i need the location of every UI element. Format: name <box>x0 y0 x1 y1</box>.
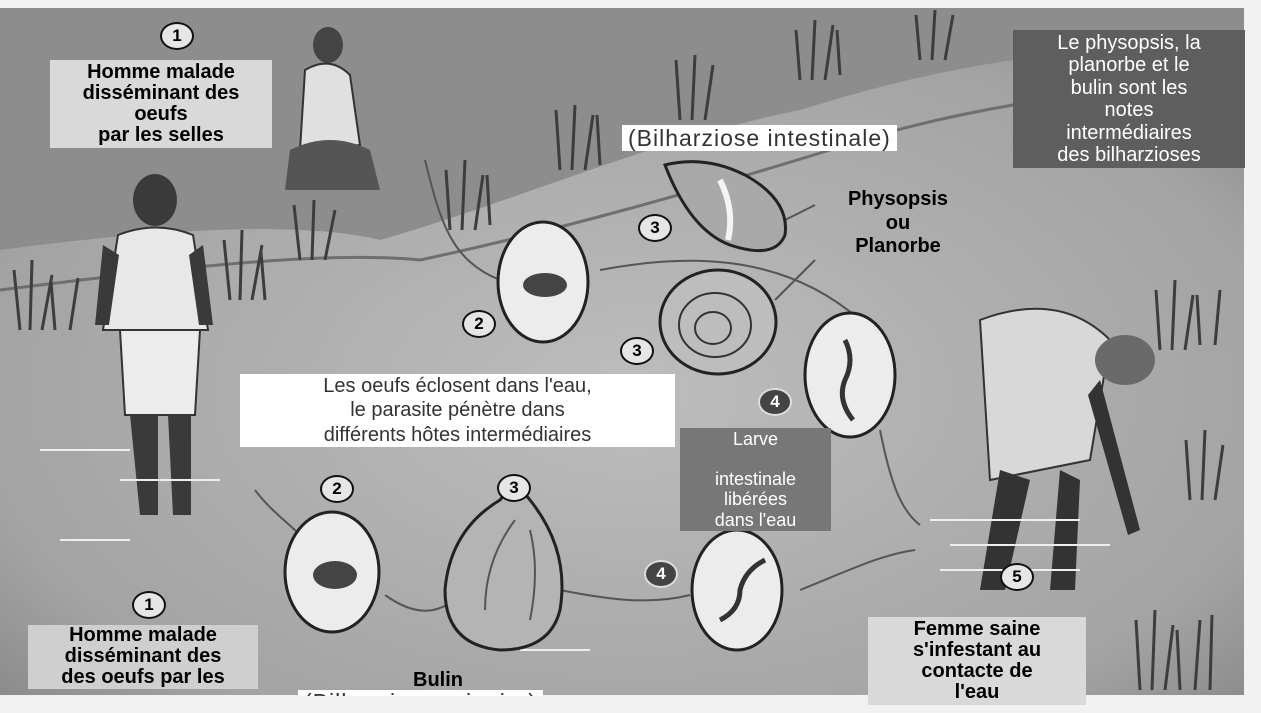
step-3-planorbe-badge: 3 <box>620 337 654 365</box>
man-top-label: Homme malade disséminant des oeufs par l… <box>50 60 272 148</box>
step-2-urinary-badge: 2 <box>320 475 354 503</box>
egg-oval-urinary <box>285 512 379 632</box>
larva-oval-intestinal <box>805 313 895 437</box>
step-1-bottom-badge: 1 <box>132 591 166 619</box>
egg-oval-intestinal <box>498 222 588 342</box>
planorbe-snail <box>660 270 776 374</box>
step-2-intestinal-badge: 2 <box>462 310 496 338</box>
top-border <box>0 0 1261 8</box>
step-3-physopsis-badge: 3 <box>638 214 672 242</box>
step-4-intestinal-badge: 4 <box>758 388 792 416</box>
woman-label: Femme saine s'infestant au contacte de l… <box>868 617 1086 705</box>
larva-oval-urinary <box>692 530 782 650</box>
right-border <box>1244 0 1261 713</box>
larva-label: Larve intestinale libérées dans l'eau <box>680 428 831 531</box>
physopsis-planorbe-label: Physopsis ou Planorbe <box>818 188 978 259</box>
man-bottom-label: Homme malade disséminant des des oeufs p… <box>28 625 258 689</box>
eggs-hatch-note: Les oeufs éclosent dans l'eau, le parasi… <box>240 374 675 447</box>
bulin-label: Bulin <box>388 670 488 691</box>
intestinal-label: (Bilharziose intestinale) <box>622 125 897 151</box>
step-5-badge: 5 <box>1000 563 1034 591</box>
step-4-urinary-badge: 4 <box>644 560 678 588</box>
step-1-top-badge: 1 <box>160 22 194 50</box>
step-3-bulin-badge: 3 <box>497 474 531 502</box>
hosts-note: Le physopsis, la planorbe et le bulin so… <box>1013 30 1245 168</box>
